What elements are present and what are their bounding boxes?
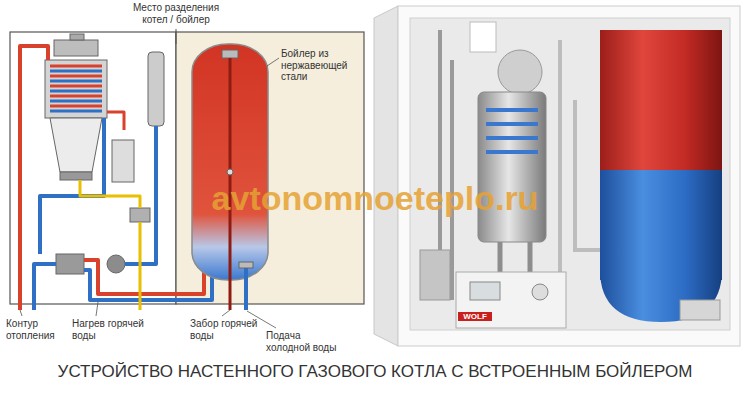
boiler-render [374,6,398,346]
boiler-components [107,255,125,273]
boiler-components [54,40,98,56]
leader-lines [222,310,230,316]
tank-schematic [239,262,253,268]
leader-lines [20,310,22,316]
boiler-render [486,110,538,152]
leader-lines [96,302,98,316]
schematic-frame [176,32,364,304]
leader-line [176,29,177,44]
tank-schematic [222,50,238,58]
boiler-components [148,52,164,126]
pipes [20,46,212,310]
pipe-label: Подача холодной воды [266,330,346,353]
boiler-render [600,30,722,190]
pipes [34,264,56,310]
heat-exchanger-coils [50,71,102,111]
boiler-render [680,300,720,320]
pipes [80,180,140,310]
boiler-render [420,250,450,300]
boiler-render [486,110,538,152]
boiler-components [56,254,84,274]
boiler-render [560,40,600,300]
boiler-components [45,60,107,118]
boiler-render [374,6,740,346]
boiler-render [456,272,566,328]
part-label: Бойлер из нержавеющей стали [281,48,361,83]
pipe-label: Забор горячей воды [190,318,262,341]
boiler-components [50,118,102,172]
watermark: avtonomnoeteplo.ru [175,180,575,217]
boiler-render [470,22,496,52]
tank-schematic [227,169,233,175]
tank-schematic [244,268,248,310]
boiler-render [398,6,740,346]
divider-label: Место разделения котел / бойлер [126,2,226,25]
boiler-render [600,270,722,322]
heat-exchanger-coils [50,66,102,111]
boiler-components [130,208,150,222]
boiler-components [112,140,134,182]
boiler-render [600,30,722,90]
pipe-label: Контур отопления [6,318,66,341]
pipes [40,118,104,254]
boiler-render [532,284,548,300]
schematic-frame [10,32,364,304]
pipes [84,270,212,300]
boiler-render [410,18,730,330]
boiler-components [70,34,84,40]
boiler-components [60,172,92,180]
brand-logo: WOLF [458,312,492,321]
pipes [107,112,124,130]
leader-lines [267,58,279,66]
diagram-title: УСТРОЙСТВО НАСТЕННОГО ГАЗОВОГО КОТЛА С В… [0,362,750,382]
tank-schematic [192,44,268,310]
boiler-render [600,170,722,280]
boiler-render [478,92,546,242]
boiler-render [470,282,500,300]
pipe-label: Нагрев горячей воды [72,318,148,341]
boiler-render [498,50,542,94]
pipes [84,260,204,294]
